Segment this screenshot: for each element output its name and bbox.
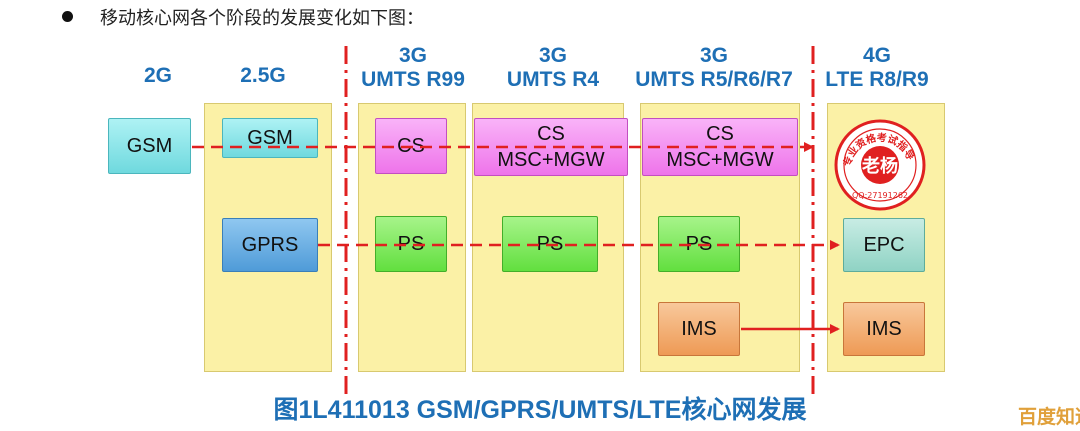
figure-caption: 图1L411013 GSM/GPRS/UMTS/LTE核心网发展 — [273, 396, 807, 424]
ps-r99-label: PS — [397, 233, 425, 255]
ps-r4-box: PS — [502, 216, 598, 272]
cs-r99-box: CS — [375, 118, 447, 174]
ps-r99-box: PS — [375, 216, 447, 272]
gsm-2-5g-box: GSM — [222, 118, 318, 158]
gen-2g-text: 2G — [143, 64, 172, 87]
gen-2-5g-text: 2.5G — [240, 64, 286, 87]
gen-label-lte: 4G LTE R8/R9 — [812, 44, 942, 92]
cs-r5-line2: MSC+MGW — [666, 149, 774, 171]
cs-r99-label: CS — [397, 135, 425, 157]
gen-r5-line1: 3G — [699, 44, 728, 67]
gen-label-2g: 2G — [118, 64, 198, 88]
gen-r99-line2: UMTS R99 — [361, 68, 465, 91]
gen-label-r5: 3G UMTS R5/R6/R7 — [624, 44, 804, 92]
gprs-label: GPRS — [241, 234, 299, 256]
epc-box: EPC — [843, 218, 925, 272]
cs-r5-box: CS MSC+MGW — [642, 118, 798, 176]
cs-r4-box: CS MSC+MGW — [474, 118, 628, 176]
gsm-2g-label: GSM — [126, 135, 173, 157]
gen-r5-line2: UMTS R5/R6/R7 — [635, 68, 793, 91]
ims-lte-box: IMS — [843, 302, 925, 356]
gen-label-r99: 3G UMTS R99 — [348, 44, 478, 92]
bullet-icon — [62, 11, 73, 22]
ps-r5-label: PS — [685, 233, 713, 255]
cs-r4-line1: CS — [537, 123, 565, 145]
epc-label: EPC — [863, 234, 905, 256]
gprs-box: GPRS — [222, 218, 318, 272]
gen-r99-line1: 3G — [398, 44, 427, 67]
gen-lte-line2: LTE R8/R9 — [825, 68, 929, 91]
ps-r4-label: PS — [536, 233, 564, 255]
gen-lte-line1: 4G — [862, 44, 891, 67]
watermark-logo: 百度知道 — [1018, 407, 1080, 428]
gen-label-2-5g: 2.5G — [218, 64, 308, 88]
ims-r5-box: IMS — [658, 302, 740, 356]
gsm-2-5g-label: GSM — [247, 127, 293, 149]
cs-r5-line1: CS — [706, 123, 734, 145]
cs-r4-line2: MSC+MGW — [497, 149, 605, 171]
gen-r4-line1: 3G — [538, 44, 567, 67]
ims-r5-label: IMS — [681, 318, 717, 340]
ims-lte-label: IMS — [866, 318, 902, 340]
intro-text: 移动核心网各个阶段的发展变化如下图： — [100, 8, 424, 29]
gen-r4-line2: UMTS R4 — [506, 68, 600, 91]
gen-label-r4: 3G UMTS R4 — [478, 44, 628, 92]
ps-r5-box: PS — [658, 216, 740, 272]
gsm-2g-box: GSM — [108, 118, 191, 174]
